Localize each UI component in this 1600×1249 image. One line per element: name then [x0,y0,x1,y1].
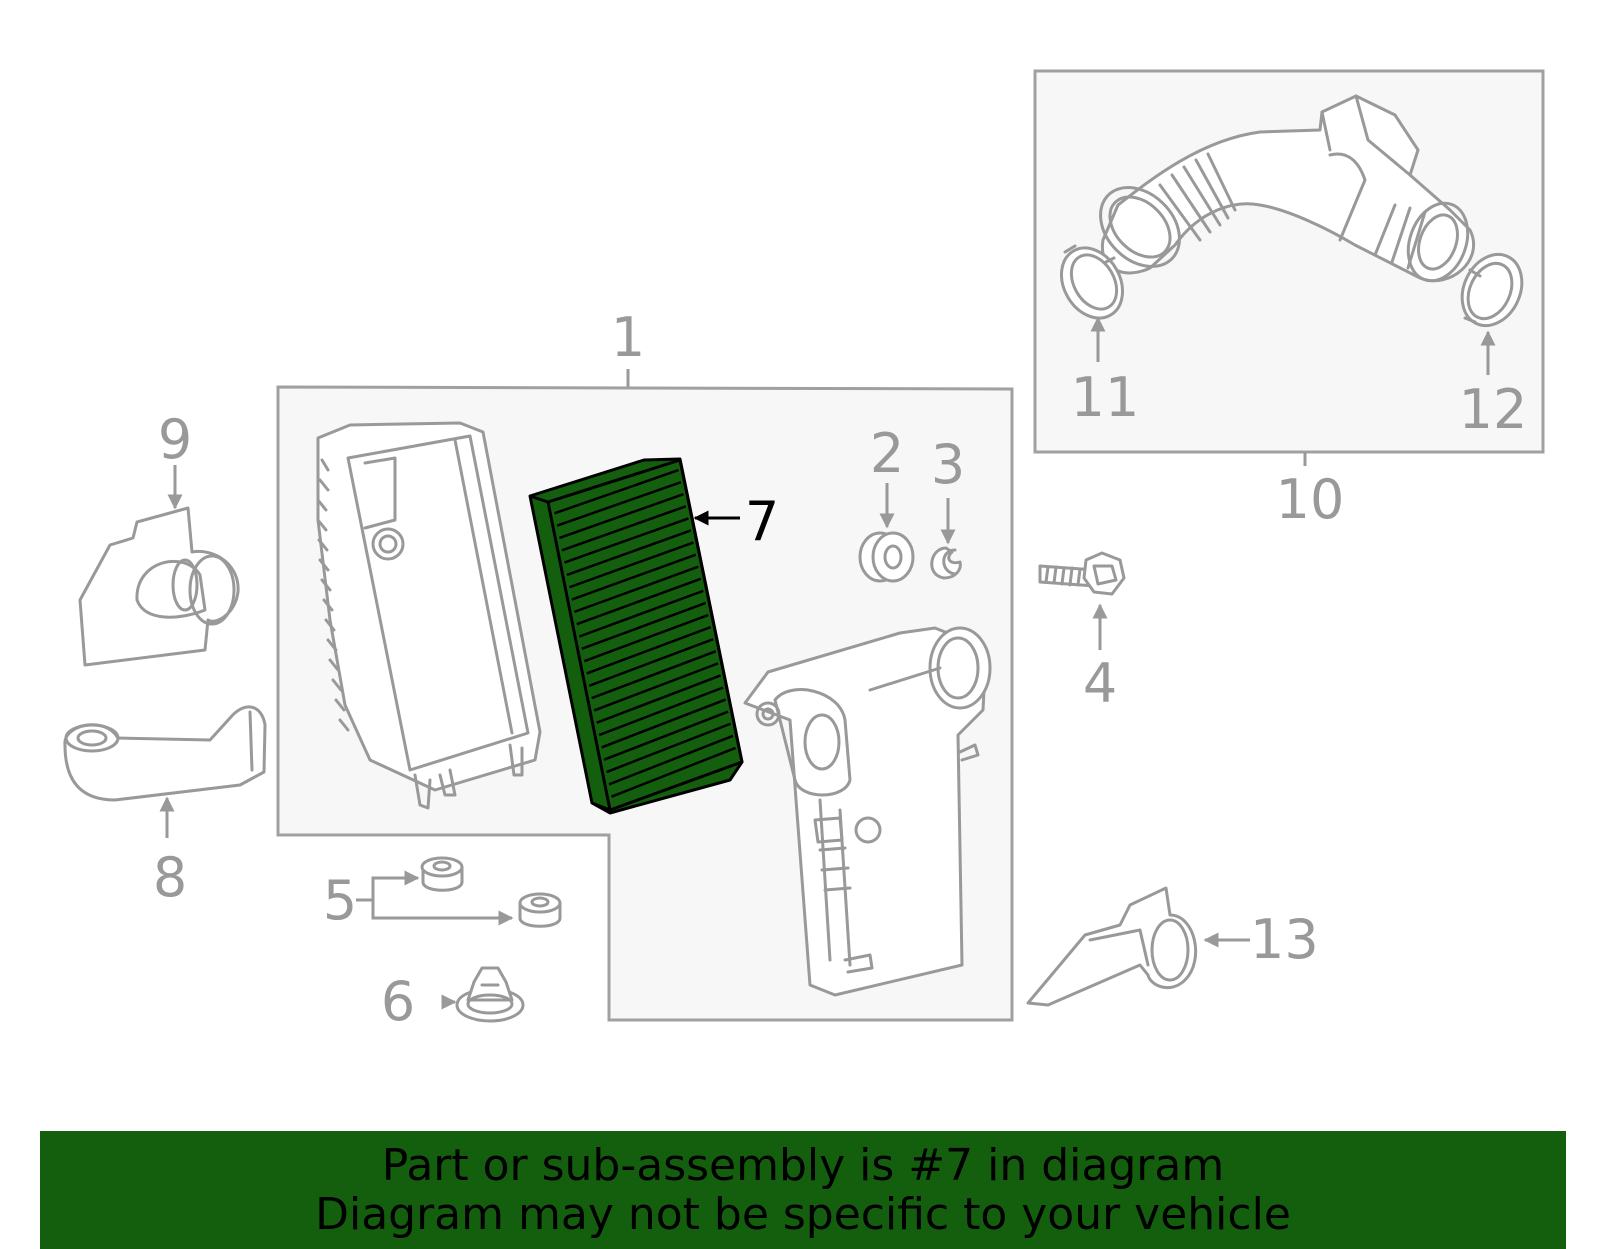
bolt-part-4 [1038,551,1126,596]
callout-label-2: 2 [870,422,904,485]
filter-pleat-line [606,722,732,774]
filter-pleat-line [559,493,684,540]
filter-pleat-line [578,589,704,638]
filter-pleat-line [581,601,707,651]
air-duct-part-9 [78,506,240,667]
filter-pleats [554,468,736,798]
filter-pleat-line [603,710,729,761]
callout-label-6: 6 [381,970,415,1033]
filter-pleat-line [596,674,722,724]
banner-line-disclaimer: Diagram may not be specific to your vehi… [315,1189,1291,1240]
callout-label-9: 9 [158,408,192,471]
callout-leaders [159,316,1496,1010]
filter-pleat-line [588,638,714,687]
filter-pleat-line [573,565,699,614]
grommet-part-2 [858,531,915,583]
filter-pleat-line [571,553,697,601]
grommet-part-5-lower [518,892,562,928]
callout-label-7: 7 [745,490,779,553]
callout-label-5: 5 [323,869,357,932]
air-cleaner-cover-part [743,626,992,997]
filter-pleat-line [611,746,736,798]
push-clip-part-6 [455,966,525,1023]
air-deflector-part-13 [1026,886,1198,1007]
hose-clamp-part-11 [1060,244,1124,320]
callout-label-11: 11 [1071,366,1140,429]
filter-pleat-line [591,650,717,700]
grommet-part-5-upper [420,856,464,892]
filter-pleat-line [583,613,709,663]
filter-pleat-line [568,541,694,589]
filter-pleat-line [561,505,687,552]
filter-pleat-line [586,625,712,675]
banner-line-part-number: Part or sub-assembly is #7 in diagram [381,1140,1225,1191]
callout-label-10: 10 [1276,468,1345,531]
callout-label-8: 8 [153,846,187,909]
filter-pleat-line [556,480,682,527]
filter-pleat-line [608,734,734,786]
callout-label-1: 1 [611,306,645,369]
callout-label-12: 12 [1459,378,1528,441]
info-banner: Part or sub-assembly is #7 in diagram Di… [40,1131,1566,1249]
filter-pleat-line [601,698,727,749]
filter-pleat-line [593,662,719,712]
air-filter-element-part-7 [528,457,744,815]
filter-pleat-line [598,686,724,737]
filter-pleat-line [566,529,692,577]
intake-hose-part-10 [1099,94,1476,283]
hose-clamp-part-12 [1460,252,1524,328]
callout-label-13: 13 [1250,908,1319,971]
callout-label-3: 3 [931,433,965,496]
filter-pleat-line [576,577,702,626]
air-cleaner-housing-part [316,421,542,810]
clip-part-3 [930,546,962,580]
resonator-part-8 [63,705,267,802]
callout-label-4: 4 [1083,652,1117,715]
filter-pleat-line [554,468,679,515]
filter-pleat-line [563,517,689,564]
